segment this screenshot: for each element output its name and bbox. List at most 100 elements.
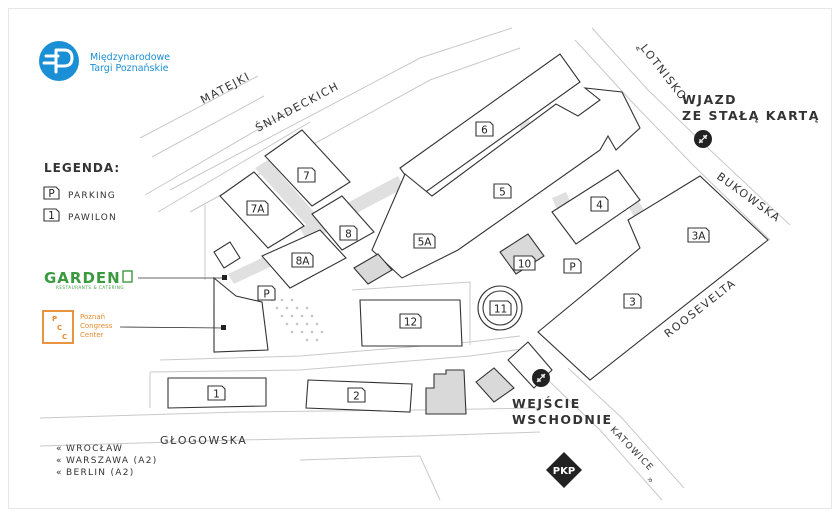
road-bukowska-edge-b xyxy=(574,39,771,241)
garden-mark-icon xyxy=(122,270,133,283)
building-grey-a xyxy=(353,253,393,285)
road-glogowska-edge-b xyxy=(39,431,541,447)
pavilion-7[interactable]: 7 xyxy=(297,167,316,183)
legend-title: LEGENDA: xyxy=(44,161,120,175)
svg-text:C: C xyxy=(62,333,67,341)
pavilion-7a[interactable]: 7A xyxy=(246,200,269,216)
legend-pavilion-symbol: 1 xyxy=(48,210,55,222)
building-grey-b xyxy=(425,369,467,415)
entrance-east-line1: WEJŚCIE xyxy=(512,396,581,411)
parking-markers: P P xyxy=(257,258,582,301)
direction-arrow-icon-1: « xyxy=(56,444,63,454)
direction-arrow-icon-2: « xyxy=(56,456,63,466)
road-bukowska-edge-a xyxy=(591,27,791,226)
pcc-building-shape xyxy=(213,276,269,353)
entrance-card-line2: ZE STAŁĄ KARTĄ xyxy=(682,108,820,123)
pavilion-3[interactable]: 3 xyxy=(623,293,642,309)
svg-text:3: 3 xyxy=(629,297,636,309)
road-south-lower xyxy=(299,455,441,501)
road-sniadeckich-edge-b xyxy=(157,121,311,213)
pavilion-5a[interactable]: 5A xyxy=(413,233,436,249)
pavilion-2[interactable]: 2 xyxy=(347,387,366,403)
pkp-label: PKP xyxy=(553,466,575,477)
pavilion-11[interactable]: 11 xyxy=(489,300,512,316)
legend-parking-label: PARKING xyxy=(68,191,116,201)
svg-text:8: 8 xyxy=(345,229,352,241)
pavilion-6[interactable]: 6 xyxy=(475,121,494,137)
svg-text:4: 4 xyxy=(596,200,603,212)
svg-text:P: P xyxy=(263,289,269,301)
pavilion-10-shape xyxy=(499,233,545,275)
direction-berlin: BERLIN (A2) xyxy=(66,468,135,478)
pavilion-8[interactable]: 8 xyxy=(339,225,358,241)
entrance-card-line1: WJAZD xyxy=(682,92,737,107)
svg-text:7: 7 xyxy=(303,171,310,183)
entry-arrows-icon-east[interactable] xyxy=(532,369,550,387)
road-loop-12 xyxy=(351,281,471,345)
svg-text:5A: 5A xyxy=(418,237,433,249)
svg-text:7A: 7A xyxy=(251,204,266,216)
road-sniadeckich-edge-a xyxy=(144,104,301,196)
parking-marker-south[interactable]: P xyxy=(257,285,276,301)
pavilion-5-shape xyxy=(371,87,641,279)
pavilion-markers: 6 7 5 4 7A 8 3A 5A 8A 10 11 3 12 1 2 xyxy=(207,121,710,403)
svg-text:10: 10 xyxy=(518,259,531,271)
direction-arrow-icon-3: « xyxy=(56,468,63,478)
road-network xyxy=(39,27,791,501)
entry-arrows-icon-card[interactable] xyxy=(694,130,712,148)
legend-parking-symbol: P xyxy=(48,188,54,200)
svg-text:8A: 8A xyxy=(296,256,311,268)
pavilion-8a[interactable]: 8A xyxy=(291,252,314,268)
entrance-card: WJAZD ZE STAŁĄ KARTĄ xyxy=(682,92,820,123)
walkway-garden xyxy=(228,256,272,284)
road-north-edge-a xyxy=(169,27,513,191)
pavilion-8-shape xyxy=(311,195,375,251)
logo-line1: Międzynarodowe xyxy=(90,52,170,63)
svg-text:P: P xyxy=(569,262,575,274)
pcc-line1: Poznań xyxy=(80,313,105,321)
legend-parking-symbol-box xyxy=(43,186,60,200)
street-glogowska: GŁOGOWSKA xyxy=(160,434,247,447)
road-south-inner-b xyxy=(159,335,521,361)
entrance-east: WEJŚCIE WSCHODNIE xyxy=(512,396,611,427)
arrow-katowice-icon: » xyxy=(644,475,656,487)
svg-text:2: 2 xyxy=(353,391,360,403)
svg-text:3A: 3A xyxy=(692,231,707,243)
svg-text:11: 11 xyxy=(494,304,507,316)
directions-list: « WROCŁAW « WARSZAWA (A2) « BERLIN (A2) xyxy=(56,444,156,478)
garden-name: GARDEN xyxy=(44,269,121,287)
parking-dots xyxy=(270,298,324,342)
pavilion-3a[interactable]: 3A xyxy=(687,227,710,243)
direction-wroclaw: WROCŁAW xyxy=(66,444,123,454)
garden-location-marker xyxy=(222,275,227,280)
road-matejki-edge-b xyxy=(151,95,265,158)
pavilion-4[interactable]: 4 xyxy=(590,196,609,212)
legend: LEGENDA: P PARKING 1 PAWILON xyxy=(43,161,120,223)
pcc-line2: Congress xyxy=(80,322,113,330)
garden-sub: RESTAURANTS & CATERING xyxy=(56,285,124,290)
parking-marker-east[interactable]: P xyxy=(563,258,582,274)
svg-text:C: C xyxy=(57,324,62,332)
svg-text:12: 12 xyxy=(404,317,417,329)
pavilion-1[interactable]: 1 xyxy=(207,385,226,401)
road-katowice-edge-a xyxy=(547,379,663,501)
svg-text:1: 1 xyxy=(213,389,220,401)
pavilion-3-shape xyxy=(537,175,769,381)
street-sniadeckich: ŚNIADECKICH xyxy=(253,79,341,134)
pavilion-12[interactable]: 12 xyxy=(399,313,422,329)
pcc-logo: P C C Poznań Congress Center xyxy=(42,310,226,344)
logo: Międzynarodowe Targi Poznańskie xyxy=(39,41,170,81)
pcc-location-marker xyxy=(221,325,226,330)
buildings xyxy=(167,53,769,415)
pkp-station[interactable]: PKP xyxy=(546,452,582,488)
legend-pavilion-label: PAWILON xyxy=(68,213,117,223)
arrow-lotnisko-icon: « xyxy=(632,44,644,56)
svg-text:P: P xyxy=(52,315,57,323)
pkp-diamond xyxy=(546,452,582,488)
pavilion-5[interactable]: 5 xyxy=(493,183,512,199)
legend-pavilion-symbol-box xyxy=(43,208,60,222)
logo-line2: Targi Poznańskie xyxy=(89,63,169,74)
road-matejki-edge-a xyxy=(139,75,259,139)
pavilion-10[interactable]: 10 xyxy=(513,255,536,271)
